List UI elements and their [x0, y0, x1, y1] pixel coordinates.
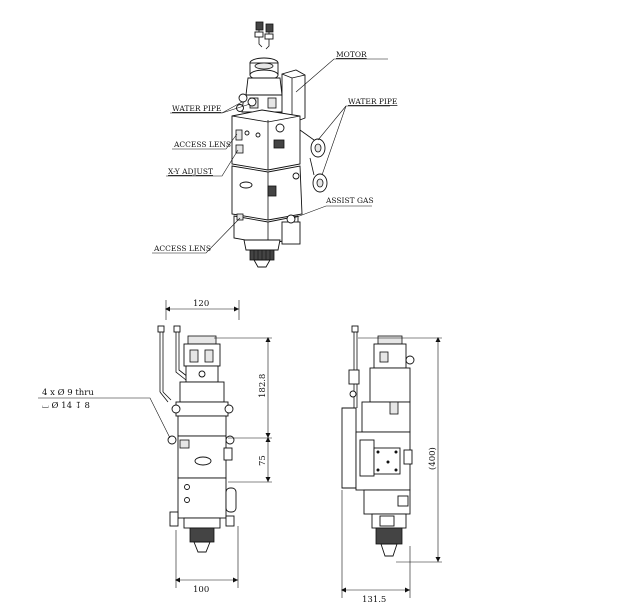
- side-motor-cap: [377, 335, 403, 345]
- front-flange: [175, 401, 229, 417]
- hole-note-line2: ⌴ Ø 14 ↧ 8: [42, 400, 90, 411]
- dim-front-height-upper: 182.8: [258, 374, 268, 398]
- front-adjust-knob: [179, 439, 190, 449]
- dim-front-bottom-width: 100: [193, 585, 209, 595]
- side-right-fitting: [403, 449, 413, 465]
- front-nozzle-collar: [183, 517, 221, 529]
- iso-middle-body: [231, 165, 303, 221]
- dim-front-top-width: 120: [193, 299, 209, 309]
- front-mount-hole-left: [167, 435, 177, 445]
- side-cover-screw-4: [394, 468, 398, 472]
- side-lower-fitting: [397, 495, 409, 507]
- side-mount-rail: [359, 439, 375, 477]
- side-flange-detail: [389, 401, 399, 415]
- front-adjust-block: [177, 415, 227, 437]
- side-view: (400) 131.5: [341, 325, 442, 605]
- side-mount-plate: [341, 407, 357, 489]
- side-nozzle-knurl: [375, 527, 403, 545]
- label-motor: MOTOR: [336, 50, 367, 59]
- side-nozzle-tip: [380, 543, 398, 557]
- front-flange-fitting-left: [171, 404, 181, 414]
- front-upper-block: [179, 381, 225, 403]
- dim-side-bottom-width: 131.5: [362, 595, 386, 605]
- label-assist-gas: ASSIST GAS: [325, 196, 374, 205]
- label-access-lens-bottom: ACCESS LENS: [153, 244, 211, 253]
- dim-side-total-height: (400): [427, 447, 438, 470]
- side-top-connectors: [348, 325, 360, 408]
- iso-lower-body: [233, 213, 301, 245]
- front-nozzle-tip: [193, 541, 211, 553]
- front-flange-fitting-right: [224, 404, 234, 414]
- front-mount-hole-right: [225, 435, 235, 445]
- side-upper-block: [369, 367, 411, 403]
- iso-nozzle: [243, 239, 281, 268]
- side-motor-detail: [379, 351, 389, 363]
- side-cover-screw-5: [386, 460, 390, 464]
- iso-water-pipes-right: [299, 129, 328, 193]
- front-top-connectors: [157, 325, 189, 403]
- label-water-pipe-left: WATER PIPE: [172, 104, 221, 113]
- label-xy-adjust: X-Y ADJUST: [168, 167, 213, 176]
- label-access-lens-top: ACCESS LENS: [173, 140, 231, 149]
- side-flange-block: [361, 401, 411, 433]
- front-window: [194, 456, 212, 466]
- dim-front-height-middle: 75: [258, 455, 268, 466]
- front-motor-body: [183, 343, 221, 367]
- front-motor-detail-right: [204, 349, 214, 363]
- front-side-block-left: [169, 511, 179, 527]
- side-cover-screw-2: [394, 450, 398, 454]
- isometric-view: MOTOR WATER PIPE WATER PIPE ACCESS LENS …: [152, 21, 397, 268]
- side-gas-port: [379, 515, 395, 527]
- front-lower-screw-2: [184, 497, 190, 503]
- front-nozzle-knurl: [189, 527, 215, 543]
- side-cover-screw-3: [376, 468, 380, 472]
- front-lower-screw-1: [184, 484, 190, 490]
- side-motor-fitting: [405, 355, 415, 365]
- front-gas-inlet: [225, 487, 237, 513]
- front-view: 120 182.8 75 100 4 x Ø 9 thru ⌴ Ø 14 ↧ 8: [38, 299, 272, 595]
- side-motor-body: [373, 343, 407, 369]
- hole-note-line1: 4 x Ø 9 thru: [42, 387, 94, 398]
- label-water-pipe-right: WATER PIPE: [348, 97, 397, 106]
- front-motor-cap: [187, 335, 217, 345]
- side-cover-screw-1: [376, 450, 380, 454]
- front-motor-detail-left: [189, 349, 199, 363]
- iso-top-connector: [254, 21, 274, 50]
- front-collar-bolt: [198, 370, 206, 378]
- iso-upper-body: [231, 109, 301, 171]
- front-side-block-right: [225, 515, 235, 527]
- front-side-fitting: [223, 447, 233, 461]
